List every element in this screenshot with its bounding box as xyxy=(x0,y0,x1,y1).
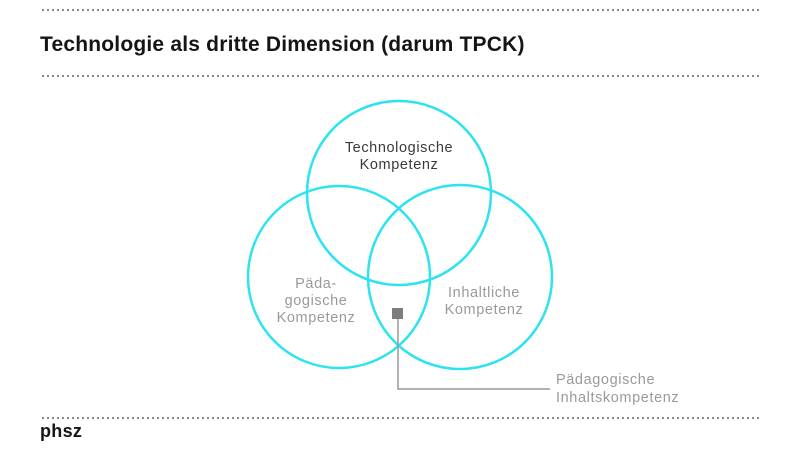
annotation-label-pedagogical-content-competence: Pädagogische Inhaltskompetenz xyxy=(556,372,680,406)
top-divider-dotted-line xyxy=(42,9,762,11)
circle-pedagogical-competence xyxy=(246,184,432,370)
footer-divider-dotted-line xyxy=(42,417,762,419)
label-pedagogical-competence: Päda- gogische Kompetenz xyxy=(276,276,356,326)
intersection-marker-square xyxy=(392,308,403,319)
circle-content-competence xyxy=(366,183,554,371)
annotation-connector-line xyxy=(397,317,550,390)
label-technological-competence: Technologische Kompetenz xyxy=(344,140,454,173)
label-content-competence: Inhaltliche Kompetenz xyxy=(444,285,524,318)
footer-logo-phsz: phsz xyxy=(40,421,83,441)
slide-title: Technologie als dritte Dimension (darum … xyxy=(40,33,525,57)
header-divider-dotted-line xyxy=(42,75,762,77)
circle-technological-competence xyxy=(305,99,493,287)
